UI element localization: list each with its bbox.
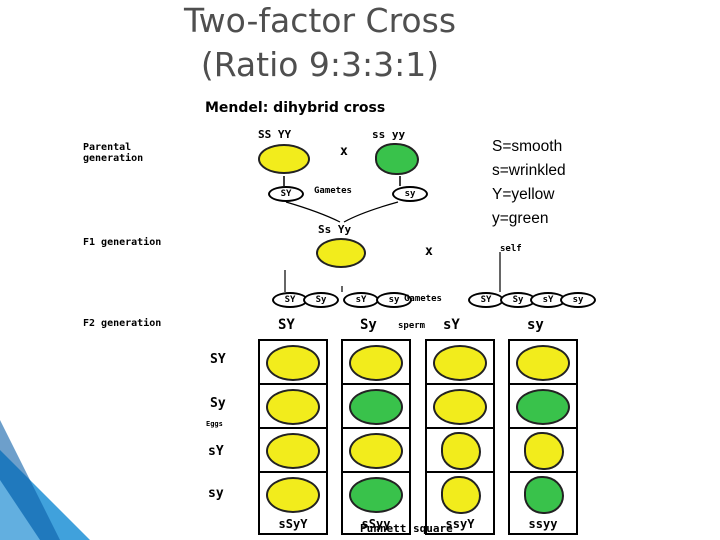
smooth-pea	[266, 433, 320, 469]
punnett-col-header: SY	[278, 317, 295, 333]
f1-generation-label: F1 generation	[83, 237, 162, 248]
wrinkled-pea	[524, 432, 564, 470]
punnett-row-header: sy	[208, 486, 224, 501]
punnett-cell-genotype: ssyY	[445, 517, 475, 531]
punnett-square-label: Punnett square	[360, 522, 453, 535]
punnett-col-header: sy	[527, 317, 544, 333]
f1-gamete: sy	[376, 292, 412, 308]
smooth-pea	[266, 477, 320, 513]
f1-gamete: sy	[560, 292, 596, 308]
diagram-title: Mendel: dihybrid cross	[205, 100, 386, 116]
punnett-cell: sSyy	[341, 471, 411, 535]
f1-cross-symbol: x	[425, 244, 433, 259]
punnett-row-header: sY	[208, 444, 224, 459]
parent1-pea	[258, 144, 310, 174]
smooth-pea	[349, 345, 403, 381]
parent2-pea	[375, 143, 419, 175]
punnett-col-header: Sy	[360, 317, 377, 333]
self-label: self	[500, 244, 522, 254]
parent-gamete-sy-lower: sy	[392, 186, 428, 202]
legend: S=smooth s=wrinkled Y=yellow y=green	[492, 135, 566, 231]
punnett-row-header: SY	[210, 352, 226, 367]
f1-gamete: Sy	[303, 292, 339, 308]
f2-generation-label: F2 generation	[83, 318, 162, 329]
wrinkled-pea	[441, 432, 481, 470]
parental-generation-label: Parental generation	[83, 142, 144, 164]
eggs-label: Eggs	[206, 420, 223, 428]
parent2-genotype: ss yy	[372, 128, 406, 141]
parental-cross-symbol: x	[340, 144, 348, 159]
legend-item: S=smooth	[492, 138, 563, 155]
sperm-label: sperm	[398, 321, 426, 331]
smooth-pea	[433, 345, 487, 381]
legend-item: s=wrinkled	[492, 162, 566, 179]
f1-gamete: SY	[468, 292, 504, 308]
smooth-pea	[266, 345, 320, 381]
f1-gamete: Sy	[500, 292, 536, 308]
slide-title: Two-factor Cross	[183, 1, 457, 40]
punnett-cell-genotype: ssyy	[528, 517, 558, 531]
punnett-cell-genotype: sSyy	[361, 517, 391, 531]
wrinkled-pea	[524, 476, 564, 514]
smooth-pea	[266, 389, 320, 425]
wrinkled-pea	[441, 476, 481, 514]
punnett-cell: ssyy	[508, 471, 578, 535]
parent-gamete-sy-upper: SY	[268, 186, 304, 202]
f1-genotype: Ss Yy	[318, 223, 352, 236]
parent1-genotype: SS YY	[258, 128, 292, 141]
legend-item: y=green	[492, 210, 549, 227]
smooth-pea	[349, 389, 403, 425]
smooth-pea	[433, 389, 487, 425]
gametes-label: Gametes	[314, 186, 352, 196]
legend-item: Y=yellow	[492, 186, 555, 203]
f1-gamete: sY	[343, 292, 379, 308]
punnett-cell-genotype: sSyY	[278, 517, 308, 531]
slide-subtitle: (Ratio 9:3:3:1)	[200, 45, 440, 84]
smooth-pea	[349, 433, 403, 469]
smooth-pea	[516, 389, 570, 425]
punnett-col-header: sY	[443, 317, 460, 333]
corner-decoration	[0, 420, 90, 540]
smooth-pea	[516, 345, 570, 381]
punnett-cell: sSyY	[258, 471, 328, 535]
f1-gametes-label: Gametes	[404, 294, 442, 304]
f1-pea	[316, 238, 366, 268]
punnett-row-header: Sy	[210, 396, 226, 411]
punnett-cell: ssyY	[425, 471, 495, 535]
smooth-pea	[349, 477, 403, 513]
